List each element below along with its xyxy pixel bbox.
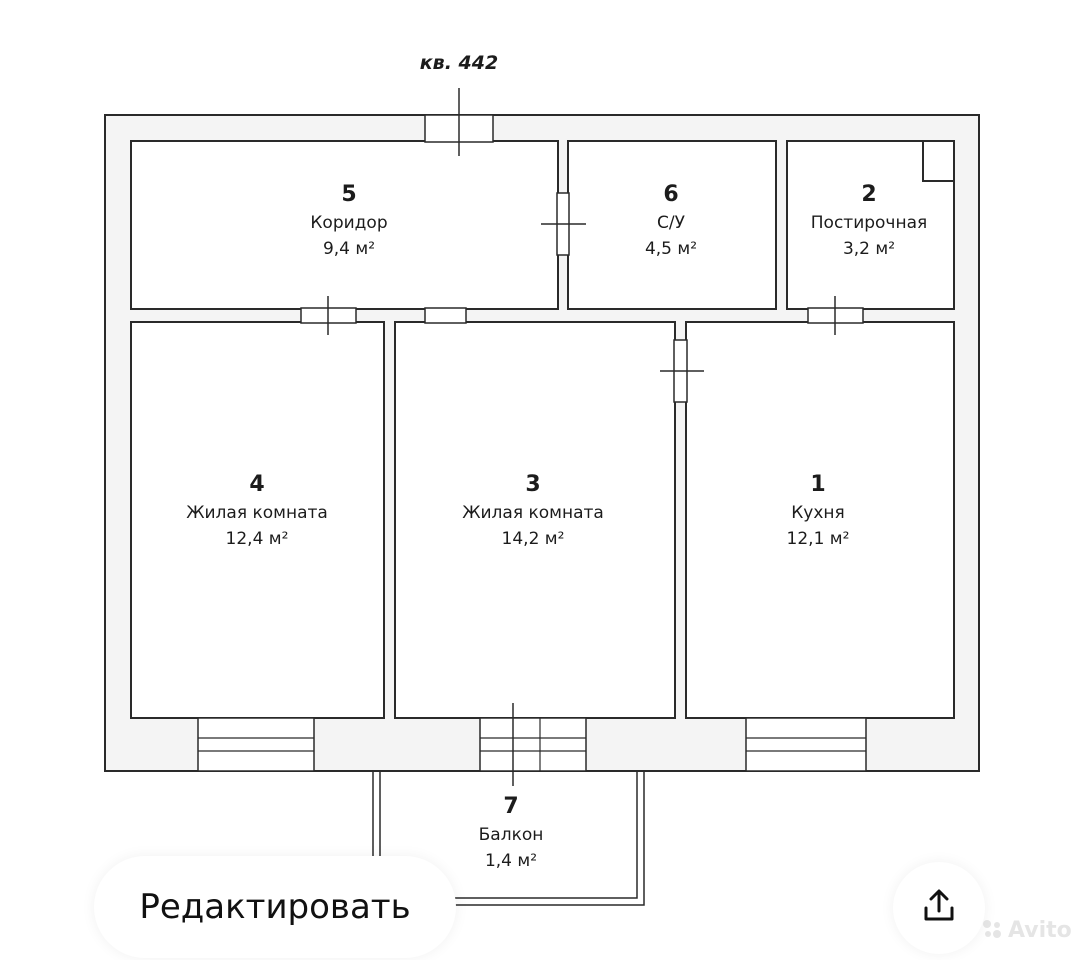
room-name: С/У (657, 213, 685, 233)
room-label-bathroom: 6 С/У 4,5 м² (645, 180, 697, 262)
balcony-outline (372, 771, 645, 906)
room-number: 3 (525, 472, 541, 497)
edit-button-label: Редактировать (139, 887, 411, 927)
room-name: Жилая комната (462, 503, 604, 523)
edit-button[interactable]: Редактировать (94, 856, 456, 958)
room-number: 6 (663, 182, 679, 207)
room-area: 1,4 м² (484, 851, 538, 871)
room-number: 7 (503, 794, 519, 819)
room-name: Кухня (791, 503, 845, 523)
room-living-4 (130, 321, 385, 719)
room-label-living-3: 3 Жилая комната 14,2 м² (462, 470, 604, 552)
apartment-number: кв. 442 (419, 52, 499, 74)
share-icon (919, 886, 959, 930)
avito-watermark: Avito (982, 918, 1072, 943)
room-number: 4 (249, 472, 265, 497)
room-area: 12,4 м² (225, 529, 289, 549)
window-room4 (197, 717, 315, 772)
room-label-balcony: 7 Балкон 1,4 м² (479, 792, 544, 874)
room-label-laundry: 2 Постирочная 3,2 м² (811, 180, 927, 262)
room-bathroom (567, 140, 777, 310)
room-living-3 (394, 321, 676, 719)
room-name: Постирочная (810, 213, 928, 233)
avito-logo-icon (982, 919, 1002, 943)
room3-opening (424, 307, 467, 324)
room-area: 9,4 м² (322, 239, 376, 259)
room-area: 3,2 м² (842, 239, 896, 259)
room-number: 5 (341, 182, 357, 207)
room-number: 1 (810, 472, 826, 497)
room-label-living-4: 4 Жилая комната 12,4 м² (186, 470, 328, 552)
window-room3 (479, 703, 587, 786)
room-name: Жилая комната (186, 503, 328, 523)
room-number: 2 (861, 182, 877, 207)
ventilation-shaft (922, 140, 955, 182)
room-name: Коридор (310, 213, 388, 233)
window-kitchen (745, 717, 867, 772)
room-kitchen (685, 321, 955, 719)
room-area: 12,1 м² (786, 529, 850, 549)
room-area: 4,5 м² (644, 239, 698, 259)
share-button[interactable] (893, 862, 985, 954)
avito-watermark-text: Avito (1008, 918, 1072, 943)
room-area: 14,2 м² (501, 529, 565, 549)
room-label-corridor: 5 Коридор 9,4 м² (310, 180, 387, 262)
room-name: Балкон (478, 825, 544, 845)
room-label-kitchen: 1 Кухня 12,1 м² (787, 470, 850, 552)
room-corridor (130, 140, 559, 310)
